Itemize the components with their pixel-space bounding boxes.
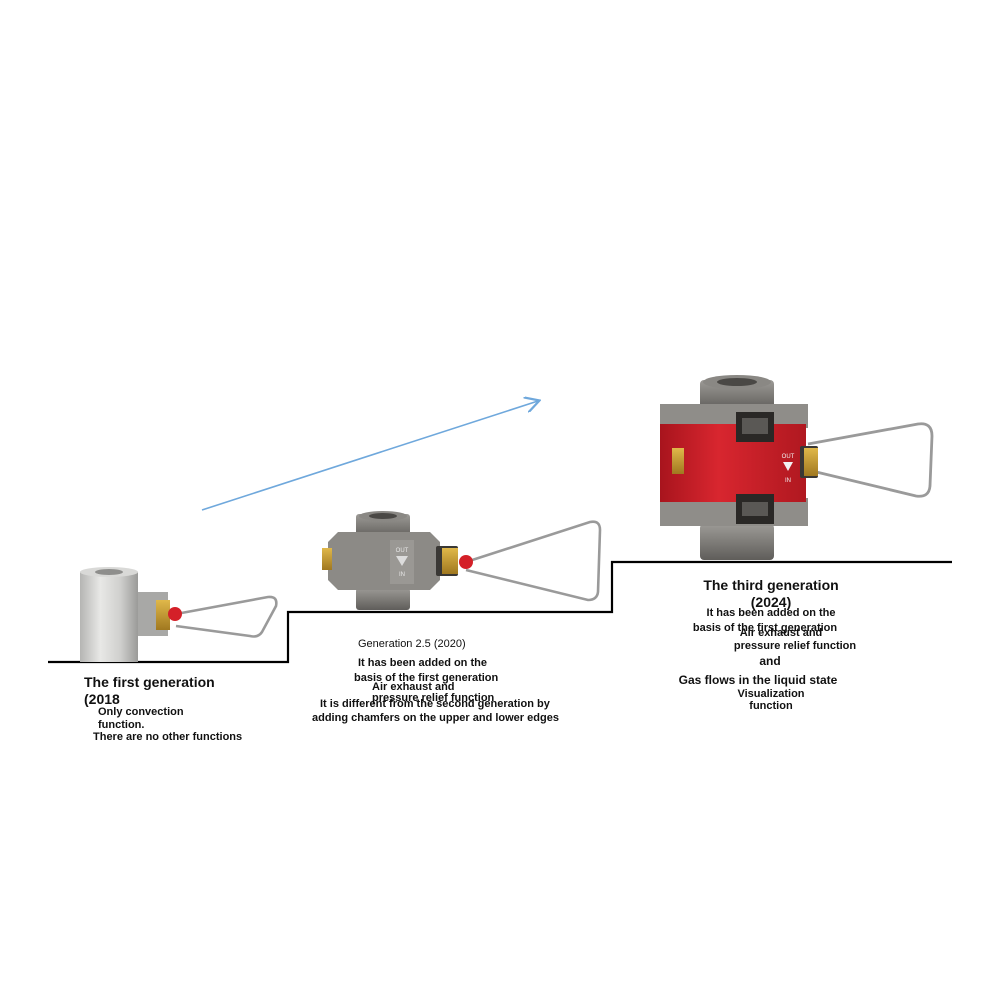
gen1-desc-line1: Only convection [98,706,184,718]
first-generation-device [80,567,278,662]
gen3-line7: Visualization [737,688,805,700]
gen25-line2: basis of the first generation [354,672,499,684]
gen1-desc-line3: There are no other functions [93,731,243,743]
gen1-desc-line2: function. [98,719,145,731]
gen25-line6: adding chamfers on the upper and lower e… [312,712,559,724]
gen25-line3: Air exhaust and [372,681,455,693]
gen25-line1: It has been added on the [358,657,487,669]
device3-in-label: IN [785,478,791,484]
gen3-line6: Gas flows in the liquid state [678,673,838,687]
device2-out-label: OUT [396,548,409,554]
gen25-line4: pressure relief function [372,692,495,704]
device3-out-label: OUT [782,454,795,460]
gen3-year: (2024) [750,594,792,610]
device2-in-label: IN [399,572,405,578]
gen3-line4: pressure relief function [733,640,857,652]
gen3-line8: function [749,700,793,712]
gen3-line1: It has been added on the [706,607,836,619]
gen3-title: The third generation [703,577,839,593]
gen25-title: Generation 2.5 (2020) [358,638,466,650]
gen3-line2: basis of the first generation [692,622,838,634]
gen1-year: (2018 [84,691,120,707]
gen3-line3: Air exhaust and [739,627,823,639]
third-generation-device: OUT IN [660,375,934,560]
gen1-title: The first generation [84,674,215,690]
gen25-line5: It is different from the second generati… [320,698,550,710]
trend-arrow [201,401,538,511]
generation-2-5-device: OUT IN [322,511,602,610]
timeline-steps [48,560,952,664]
gen3-line5: and [759,654,781,668]
